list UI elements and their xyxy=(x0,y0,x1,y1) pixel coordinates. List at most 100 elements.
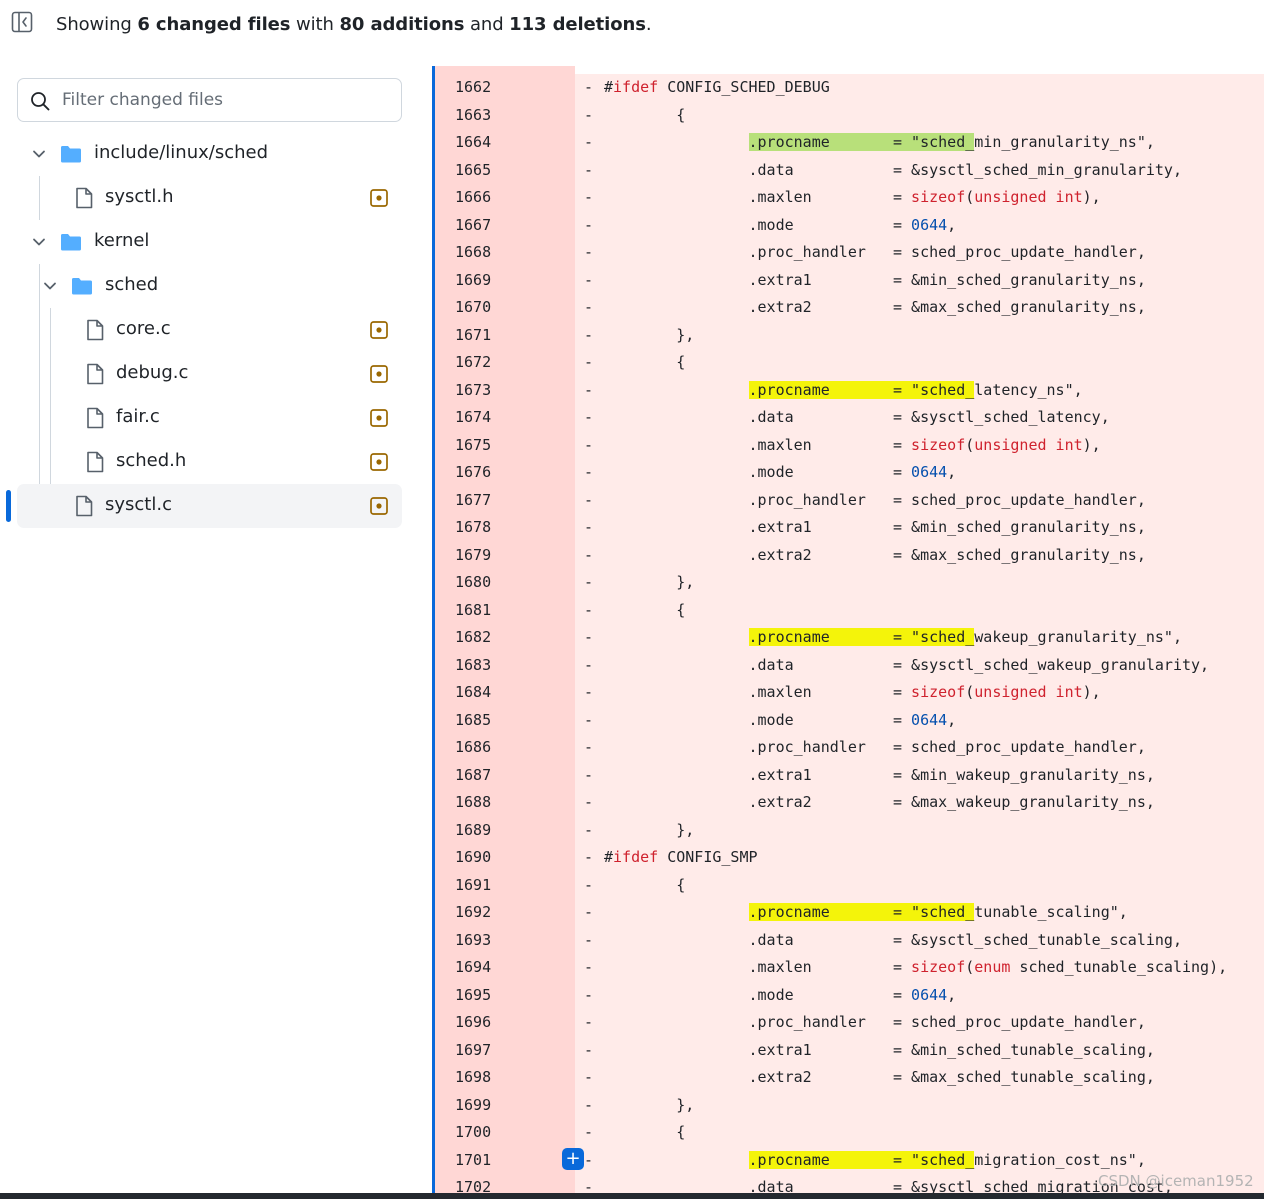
filter-changed-files-input[interactable] xyxy=(62,85,392,115)
diff-line[interactable]: 1697- .extra1 = &min_sched_tunable_scali… xyxy=(432,1037,1264,1065)
add-comment-button[interactable]: + xyxy=(562,1148,584,1170)
line-number[interactable]: 1668 xyxy=(455,243,492,261)
tree-folder-sched[interactable]: sched xyxy=(17,264,402,308)
tree-file-fair-c[interactable]: fair.c xyxy=(17,396,402,440)
line-number[interactable]: 1672 xyxy=(455,353,492,371)
line-number[interactable]: 1688 xyxy=(455,793,492,811)
diff-line[interactable]: 1678- .extra1 = &min_sched_granularity_n… xyxy=(432,514,1264,542)
diff-line[interactable]: 1701- .procname = "sched_migration_cost_… xyxy=(432,1147,1264,1175)
diff-line[interactable]: 1675- .maxlen = sizeof(unsigned int), xyxy=(432,432,1264,460)
chevron-down-icon[interactable] xyxy=(42,278,58,294)
diff-line[interactable]: 1694- .maxlen = sizeof(enum sched_tunabl… xyxy=(432,954,1264,982)
line-number[interactable]: 1683 xyxy=(455,655,492,674)
line-number[interactable]: 1693 xyxy=(455,930,492,949)
diff-line[interactable]: 1664- .procname = "sched_min_granularity… xyxy=(432,129,1264,157)
line-number[interactable]: 1696 xyxy=(455,1013,492,1031)
line-number[interactable]: 1692 xyxy=(455,903,492,921)
diff-line[interactable]: 1695- .mode = 0644, xyxy=(432,982,1264,1010)
diff-line[interactable]: 1699- }, xyxy=(432,1092,1264,1120)
line-number[interactable]: 1675 xyxy=(455,435,492,454)
diff-line[interactable]: 1679- .extra2 = &max_sched_granularity_n… xyxy=(432,542,1264,570)
chevron-down-icon[interactable] xyxy=(31,234,47,250)
line-number[interactable]: 1691 xyxy=(455,875,492,894)
tree-folder-include-linux-sched[interactable]: include/linux/sched xyxy=(17,132,402,176)
diff-line[interactable]: 1666- .maxlen = sizeof(unsigned int), xyxy=(432,184,1264,212)
line-number[interactable]: 1670 xyxy=(455,298,492,316)
diff-line[interactable]: 1690-#ifdef CONFIG_SMP xyxy=(432,844,1264,872)
line-number[interactable]: 1666 xyxy=(455,188,492,206)
line-number[interactable]: 1689 xyxy=(455,820,492,839)
line-number[interactable]: 1678 xyxy=(455,518,492,536)
tree-file-debug-c[interactable]: debug.c xyxy=(17,352,402,396)
diff-line[interactable]: 1685- .mode = 0644, xyxy=(432,707,1264,735)
diff-line[interactable]: 1669- .extra1 = &min_sched_granularity_n… xyxy=(432,267,1264,295)
line-number[interactable]: 1664 xyxy=(455,133,492,151)
line-number[interactable]: 1667 xyxy=(455,215,492,234)
line-number[interactable]: 1687 xyxy=(455,765,492,784)
line-number[interactable]: 1674 xyxy=(455,408,492,426)
line-number[interactable]: 1686 xyxy=(455,738,492,756)
diff-line[interactable]: 1671- }, xyxy=(432,322,1264,350)
deletion-marker: - xyxy=(584,793,594,811)
line-number[interactable]: 1662 xyxy=(455,78,492,96)
diff-line[interactable]: 1687- .extra1 = &min_wakeup_granularity_… xyxy=(432,762,1264,790)
line-number[interactable]: 1699 xyxy=(455,1095,492,1114)
diff-line[interactable]: 1698- .extra2 = &max_sched_tunable_scali… xyxy=(432,1064,1264,1092)
diff-line[interactable]: 1700- { xyxy=(432,1119,1264,1147)
diff-line[interactable]: 1691- { xyxy=(432,872,1264,900)
diff-line[interactable]: 1665- .data = &sysctl_sched_min_granular… xyxy=(432,157,1264,185)
line-number[interactable]: 1685 xyxy=(455,710,492,729)
diff-line[interactable]: 1668- .proc_handler = sched_proc_update_… xyxy=(432,239,1264,267)
diff-line[interactable]: 1667- .mode = 0644, xyxy=(432,212,1264,240)
diff-line[interactable]: 1693- .data = &sysctl_sched_tunable_scal… xyxy=(432,927,1264,955)
line-number[interactable]: 1695 xyxy=(455,985,492,1004)
chevron-down-icon[interactable] xyxy=(31,146,47,162)
diff-line[interactable]: 1696- .proc_handler = sched_proc_update_… xyxy=(432,1009,1264,1037)
line-number[interactable]: 1673 xyxy=(455,380,492,399)
line-number[interactable]: 1676 xyxy=(455,463,492,481)
diff-line[interactable]: 1680- }, xyxy=(432,569,1264,597)
line-number[interactable]: 1698 xyxy=(455,1068,492,1086)
tree-file-core-c[interactable]: core.c xyxy=(17,308,402,352)
line-number[interactable]: 1680 xyxy=(455,573,492,591)
sidebar-toggle-icon[interactable] xyxy=(11,11,33,33)
diff-line[interactable]: 1674- .data = &sysctl_sched_latency, xyxy=(432,404,1264,432)
line-number[interactable]: 1697 xyxy=(455,1040,492,1059)
diff-line[interactable]: 1672- { xyxy=(432,349,1264,377)
line-number[interactable]: 1681 xyxy=(455,600,492,619)
line-number[interactable]: 1684 xyxy=(455,683,492,701)
tree-folder-kernel[interactable]: kernel xyxy=(17,220,402,264)
diff-line[interactable]: 1670- .extra2 = &max_sched_granularity_n… xyxy=(432,294,1264,322)
diff-line[interactable]: 1676- .mode = 0644, xyxy=(432,459,1264,487)
tree-file-sysctl-c[interactable]: sysctl.c xyxy=(17,484,402,528)
tree-file-sysctl-h[interactable]: sysctl.h xyxy=(17,176,402,220)
line-number[interactable]: 1677 xyxy=(455,490,492,509)
diff-line[interactable]: 1702- .data = &sysctl_sched_migration_co… xyxy=(432,1174,1264,1199)
line-number[interactable]: 1679 xyxy=(455,545,492,564)
line-number[interactable]: 1682 xyxy=(455,628,492,646)
diff-line[interactable]: 1681- { xyxy=(432,597,1264,625)
diff-line[interactable]: 1688- .extra2 = &max_wakeup_granularity_… xyxy=(432,789,1264,817)
diff-line[interactable]: 1662-#ifdef CONFIG_SCHED_DEBUG xyxy=(432,74,1264,102)
line-number[interactable]: 1671 xyxy=(455,325,492,344)
diff-line[interactable]: 1689- }, xyxy=(432,817,1264,845)
diff-line[interactable]: 1663- { xyxy=(432,102,1264,130)
diff-line[interactable]: 1692- .procname = "sched_tunable_scaling… xyxy=(432,899,1264,927)
diff-line[interactable]: 1684- .maxlen = sizeof(unsigned int), xyxy=(432,679,1264,707)
diff-line[interactable]: 1686- .proc_handler = sched_proc_update_… xyxy=(432,734,1264,762)
line-number[interactable]: 1690 xyxy=(455,848,492,866)
line-number[interactable]: 1694 xyxy=(455,958,492,976)
deletion-marker: - xyxy=(584,325,594,344)
line-number[interactable]: 1702 xyxy=(455,1178,492,1196)
line-number[interactable]: 1700 xyxy=(455,1123,492,1141)
diff-line[interactable]: 1682- .procname = "sched_wakeup_granular… xyxy=(432,624,1264,652)
tree-file-sched-h[interactable]: sched.h xyxy=(17,440,402,484)
line-number[interactable]: 1665 xyxy=(455,160,492,179)
diff-line[interactable]: 1677- .proc_handler = sched_proc_update_… xyxy=(432,487,1264,515)
line-number[interactable]: 1669 xyxy=(455,270,492,289)
diff-line[interactable]: 1683- .data = &sysctl_sched_wakeup_granu… xyxy=(432,652,1264,680)
line-number[interactable]: 1663 xyxy=(455,105,492,124)
line-number[interactable]: 1701 xyxy=(455,1150,492,1169)
diff-line[interactable]: 1673- .procname = "sched_latency_ns", xyxy=(432,377,1264,405)
